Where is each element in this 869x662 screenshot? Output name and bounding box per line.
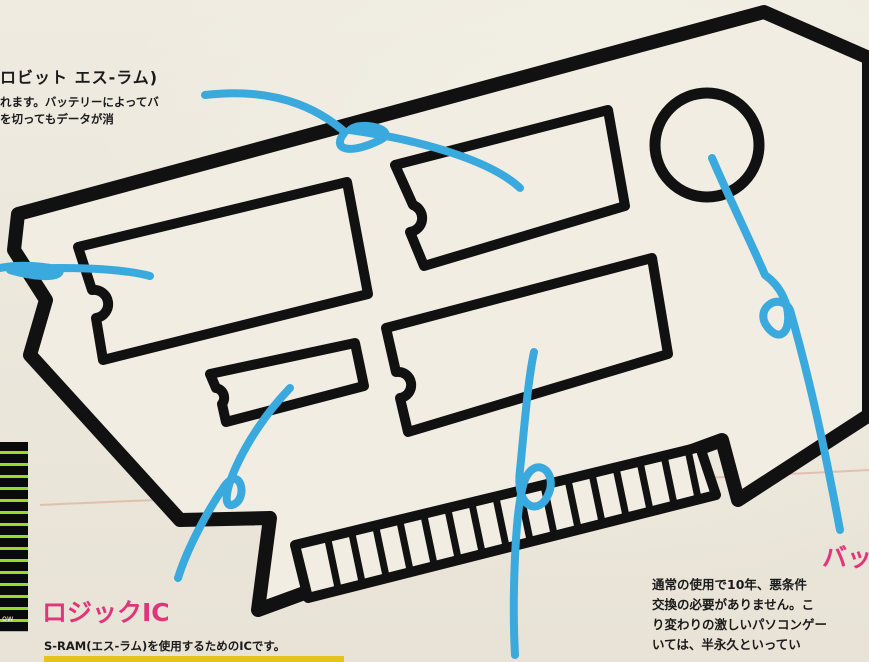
battery-line: 通常の使用で10年、悪条件 bbox=[652, 577, 807, 592]
battery-heading: バッ bbox=[822, 543, 869, 572]
sram-description: れます。バッテリーによってバ を切ってもデータが消 bbox=[0, 94, 159, 128]
battery-line: 交換の必要がありません。こ bbox=[652, 597, 815, 612]
caption-highlight-strip bbox=[44, 656, 344, 662]
battery-description: 通常の使用で10年、悪条件 交換の必要がありません。こ り変わりの激しいパソコン… bbox=[652, 575, 827, 655]
sram-line: れます。バッテリーによってバ bbox=[0, 95, 159, 109]
pointer-line-sram-lower bbox=[509, 348, 555, 659]
chip-lower-right bbox=[381, 253, 673, 437]
pointer-line-logic-ic bbox=[174, 384, 294, 582]
thumbnail-glyph: ow bbox=[2, 614, 14, 623]
pointer-line-battery bbox=[708, 154, 844, 534]
chip-logic-ic bbox=[205, 338, 369, 427]
battery-line: いては、半永久といってい bbox=[652, 637, 801, 652]
connector-pins bbox=[324, 449, 702, 589]
chip-large-left bbox=[73, 177, 373, 365]
battery-line: り変わりの激しいパソコンゲー bbox=[652, 617, 828, 632]
sram-heading: ロビット エス-ラム) bbox=[0, 68, 159, 87]
pointer-line-sram-left bbox=[0, 261, 154, 280]
logic-ic-heading: ロジックIC bbox=[42, 598, 170, 627]
battery-cell bbox=[649, 87, 765, 203]
edge-connector bbox=[290, 442, 721, 603]
game-screenshot-thumbnail: ow bbox=[0, 442, 28, 632]
sram-line: を切ってもデータが消 bbox=[0, 112, 114, 126]
logic-ic-caption: S-RAM(エス-ラム)を使用するためのICです。 bbox=[44, 639, 286, 653]
chip-upper-right bbox=[390, 105, 630, 271]
pointer-line-sram-upper bbox=[201, 89, 524, 192]
